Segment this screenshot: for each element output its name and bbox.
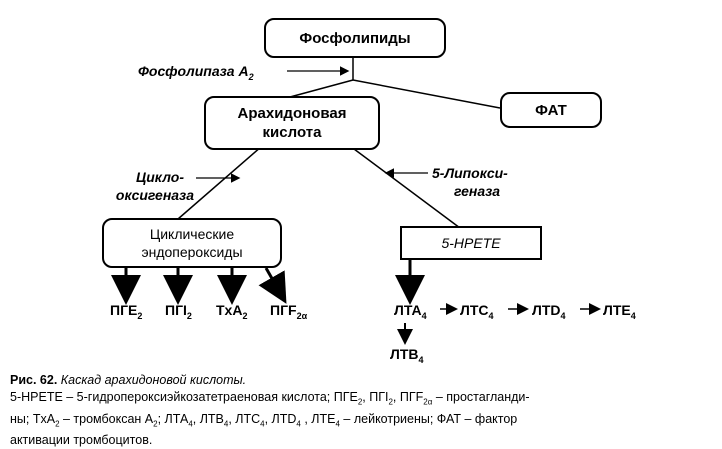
caption-abbrev-line1: 5-HPETE – 5-гидропероксиэйкозатетраенова… (10, 390, 530, 407)
connector-to-cyclic (177, 145, 263, 220)
cyclic-line1: Циклические (149, 226, 235, 242)
phospholipids-box: Фосфолипиды (264, 18, 446, 58)
lipoxygenase-label: 5-Липокси- геназа (432, 165, 508, 199)
caption-title: Каскад арахидоновой кислоты. (60, 373, 247, 387)
phospholipids-label: Фосфолипиды (299, 29, 411, 47)
caption-abbrev-line3: активации тромбоцитов. (10, 433, 153, 447)
diagram-connectors (111, 58, 601, 345)
connector-to-arachidonic (289, 79, 354, 98)
caption-figure-label: Рис. 62. (10, 373, 58, 387)
product-pgf2a: ПГF2α (270, 302, 308, 321)
product-lta4: ЛТА4 (394, 302, 427, 321)
fat-label: ФАТ (535, 101, 567, 119)
product-txa2: TxA2 (216, 302, 248, 321)
figure-caption: Рис. 62. Каскад арахидоновой кислоты. 5-… (10, 372, 715, 449)
cyclic-endoperoxides-box: Циклические эндопероксиды (102, 218, 282, 268)
connector-to-hpete (349, 145, 461, 229)
arrow-pgf2a (258, 267, 287, 304)
fat-box: ФАТ (500, 92, 602, 128)
cyclic-line2: эндопероксиды (141, 244, 243, 260)
hpete-box: 5-HPETE (400, 226, 542, 260)
product-ltb4: ЛТВ4 (390, 346, 424, 365)
arachidonic-line1: Арахидоновая (237, 105, 347, 122)
connector-to-fat (352, 79, 501, 109)
arachidonic-line2: кислота (262, 124, 322, 141)
arachidonic-cascade-diagram: Фосфолипиды Фосфолипаза A2 Арахидоновая … (102, 18, 636, 365)
caption-title-line: Рис. 62. Каскад арахидоновой кислоты. (10, 372, 715, 389)
phospholipase-label: Фосфолипаза A2 (138, 63, 254, 82)
hpete-label: 5-HPETE (441, 235, 501, 251)
caption-abbrev-line2: ны; TxA2 – тромбоксан A2; ЛТА4, ЛТВ4, ЛТ… (10, 411, 518, 429)
product-pge2: ПГЕ2 (110, 302, 143, 321)
cyclooxygenase-label: Цикло- оксигеназа (115, 169, 194, 203)
arachidonic-acid-box: Арахидоновая кислота (204, 96, 380, 150)
product-pgi2: ПГI2 (165, 302, 192, 321)
product-ltc4: ЛТС4 (460, 302, 494, 321)
product-ltd4: ЛТD4 (532, 302, 566, 321)
product-lte4: ЛТЕ4 (603, 302, 636, 321)
